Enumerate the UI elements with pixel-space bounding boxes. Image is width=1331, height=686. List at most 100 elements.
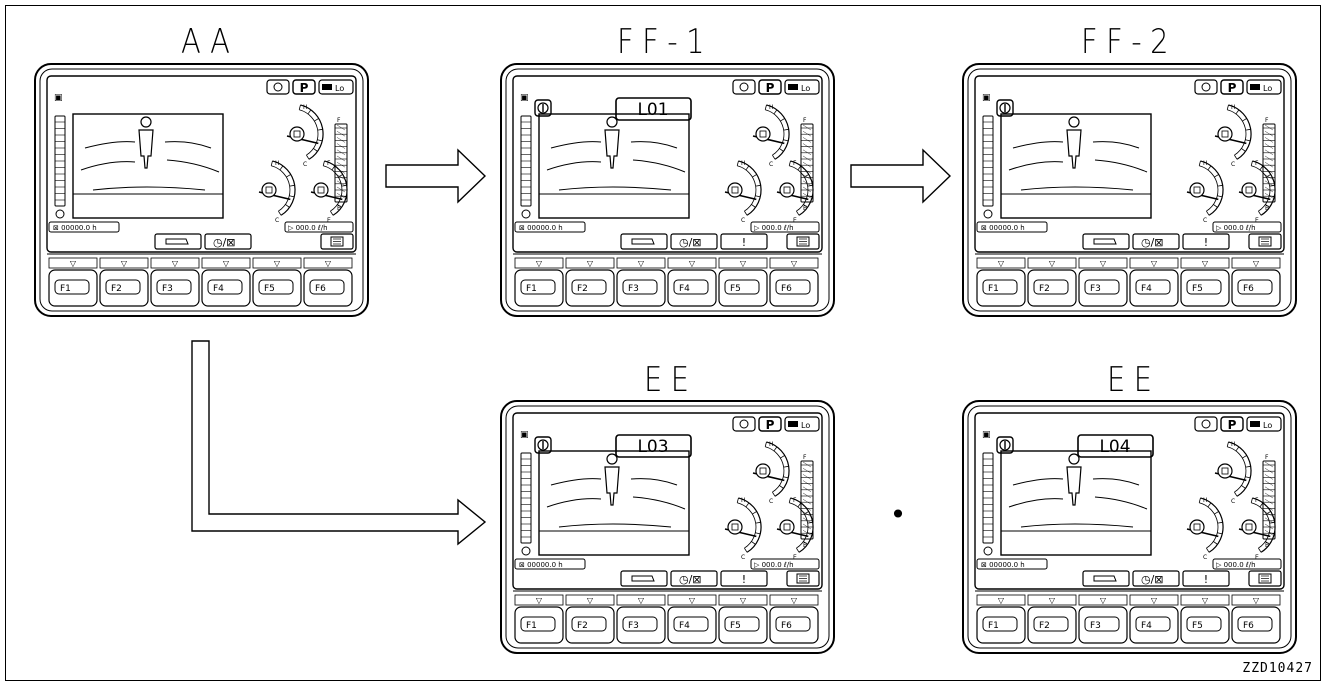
fuel-bar-frame	[334, 123, 348, 203]
function-key-arrow: ▽	[1202, 259, 1209, 268]
function-key-f3	[150, 269, 200, 307]
function-key-arrow: ▽	[1100, 259, 1107, 268]
gauge-top-letter: H	[275, 160, 280, 167]
function-key-label: F1	[526, 284, 537, 294]
function-key-arrow: ▽	[172, 259, 179, 268]
function-key-arrow: ▽	[325, 259, 332, 268]
gauge-bottom-letter: E	[793, 554, 797, 561]
fuel-bar-frame	[800, 123, 814, 203]
softkey-icons: ◷/⊠!	[1082, 233, 1282, 250]
function-key-indicator	[1129, 257, 1179, 269]
function-key-face	[1084, 616, 1120, 632]
function-key-arrow: ▽	[1253, 596, 1260, 605]
function-key-face	[1237, 279, 1273, 295]
camera-view	[538, 450, 690, 556]
function-key-face	[54, 279, 90, 295]
monitor-housing	[962, 400, 1297, 654]
softkey-message-label: !	[742, 236, 746, 249]
function-key-face	[622, 279, 658, 295]
monitor-housing-inner	[505, 405, 830, 649]
lo-label: Lo	[801, 84, 810, 93]
function-key-face	[622, 616, 658, 632]
eco-icon	[55, 209, 65, 219]
function-key-label: F1	[60, 284, 71, 294]
softkey-icons: ◷/⊠!	[620, 233, 820, 250]
fuel-rate-frame	[750, 221, 820, 233]
function-key-f5	[1180, 606, 1230, 644]
parking-label: P	[766, 81, 775, 95]
fuel-gauge: FE	[1238, 160, 1276, 224]
left-bar-icon: ▣	[520, 93, 529, 103]
monitor-housing	[500, 400, 835, 654]
camera-view-frame	[72, 113, 224, 219]
fuel-rate-frame	[1212, 558, 1282, 570]
monitor-housing	[500, 63, 835, 317]
function-key-f3	[616, 269, 666, 307]
gauge-bottom-letter: C	[275, 217, 279, 224]
function-key-face	[571, 616, 607, 632]
softkey-clock-label: ◷/⊠	[1141, 573, 1164, 586]
arrow-ff1-to-ff2	[850, 148, 952, 204]
function-key-f1	[976, 269, 1026, 307]
function-key-f6	[769, 269, 819, 307]
person-body	[604, 129, 620, 169]
monitor-housing-inner	[967, 405, 1292, 649]
softkey-message-label: !	[742, 573, 746, 586]
lo-indicator	[1246, 416, 1282, 432]
function-key-arrow: ▽	[638, 596, 645, 605]
gauge-bottom-letter: C	[1203, 217, 1207, 224]
right-fuel-bar: FE	[800, 117, 814, 212]
gauge-top-letter: H	[303, 104, 308, 111]
function-key-indicator	[303, 257, 353, 269]
softkey-camera	[1082, 233, 1130, 250]
function-key-label: F6	[315, 284, 326, 294]
readouts: ⊠ 00000.0 h▷ 000.0 ℓ/h	[514, 221, 820, 233]
engine-temp-gauge: HC	[1214, 441, 1252, 505]
function-key-arrow: ▽	[689, 259, 696, 268]
function-key-label: F4	[679, 284, 690, 294]
left-bar-icon: ▣	[520, 430, 529, 440]
person-head	[1068, 116, 1080, 128]
function-key-face	[1186, 616, 1222, 632]
softkey-menu	[786, 570, 820, 587]
function-key-arrow: ▽	[791, 596, 798, 605]
fuel-rate-text: ▷ 000.0 ℓ/h	[1216, 224, 1256, 232]
function-key-f6	[1231, 606, 1281, 644]
fuel-gauge: FE	[1238, 497, 1276, 561]
alert-code-box: L04	[1077, 434, 1154, 458]
fuel-gauge: FE	[776, 160, 814, 224]
engine-temp-gauge: HC	[752, 104, 790, 168]
function-key-arrow: ▽	[121, 259, 128, 268]
function-key-label: F5	[1192, 621, 1203, 631]
function-key-indicator	[514, 257, 564, 269]
function-key-label: F3	[628, 284, 639, 294]
function-key-face	[1135, 279, 1171, 295]
function-key-label: F3	[162, 284, 173, 294]
camera-view	[538, 113, 690, 219]
function-key-face	[207, 279, 243, 295]
left-bar-gauge: ▣	[982, 93, 994, 219]
function-key-label: F4	[1141, 284, 1152, 294]
person-body	[1066, 129, 1082, 169]
gauge-top-letter: F	[793, 497, 797, 504]
function-key-indicator	[1180, 594, 1230, 606]
arrow-aa-to-ff1	[385, 148, 487, 204]
softkey-menu	[786, 233, 820, 250]
right-fuel-bar: FE	[1262, 117, 1276, 212]
caution-icon	[996, 99, 1014, 117]
fuel-bar-empty-label: E	[1265, 542, 1269, 549]
function-key-label: F6	[1243, 621, 1254, 631]
function-key-f4	[667, 606, 717, 644]
panel-title-aa: AA	[181, 22, 239, 62]
person-head	[606, 453, 618, 465]
lo-indicator	[784, 416, 820, 432]
gauge-top-letter: H	[1231, 441, 1236, 448]
camera-view-frame	[538, 113, 690, 219]
right-fuel-bar: FE	[334, 117, 348, 212]
gauge-bottom-letter: E	[327, 217, 331, 224]
softkey-camera	[620, 233, 668, 250]
fuel-bar-full-label: F	[337, 117, 341, 124]
softkey-camera	[620, 570, 668, 587]
